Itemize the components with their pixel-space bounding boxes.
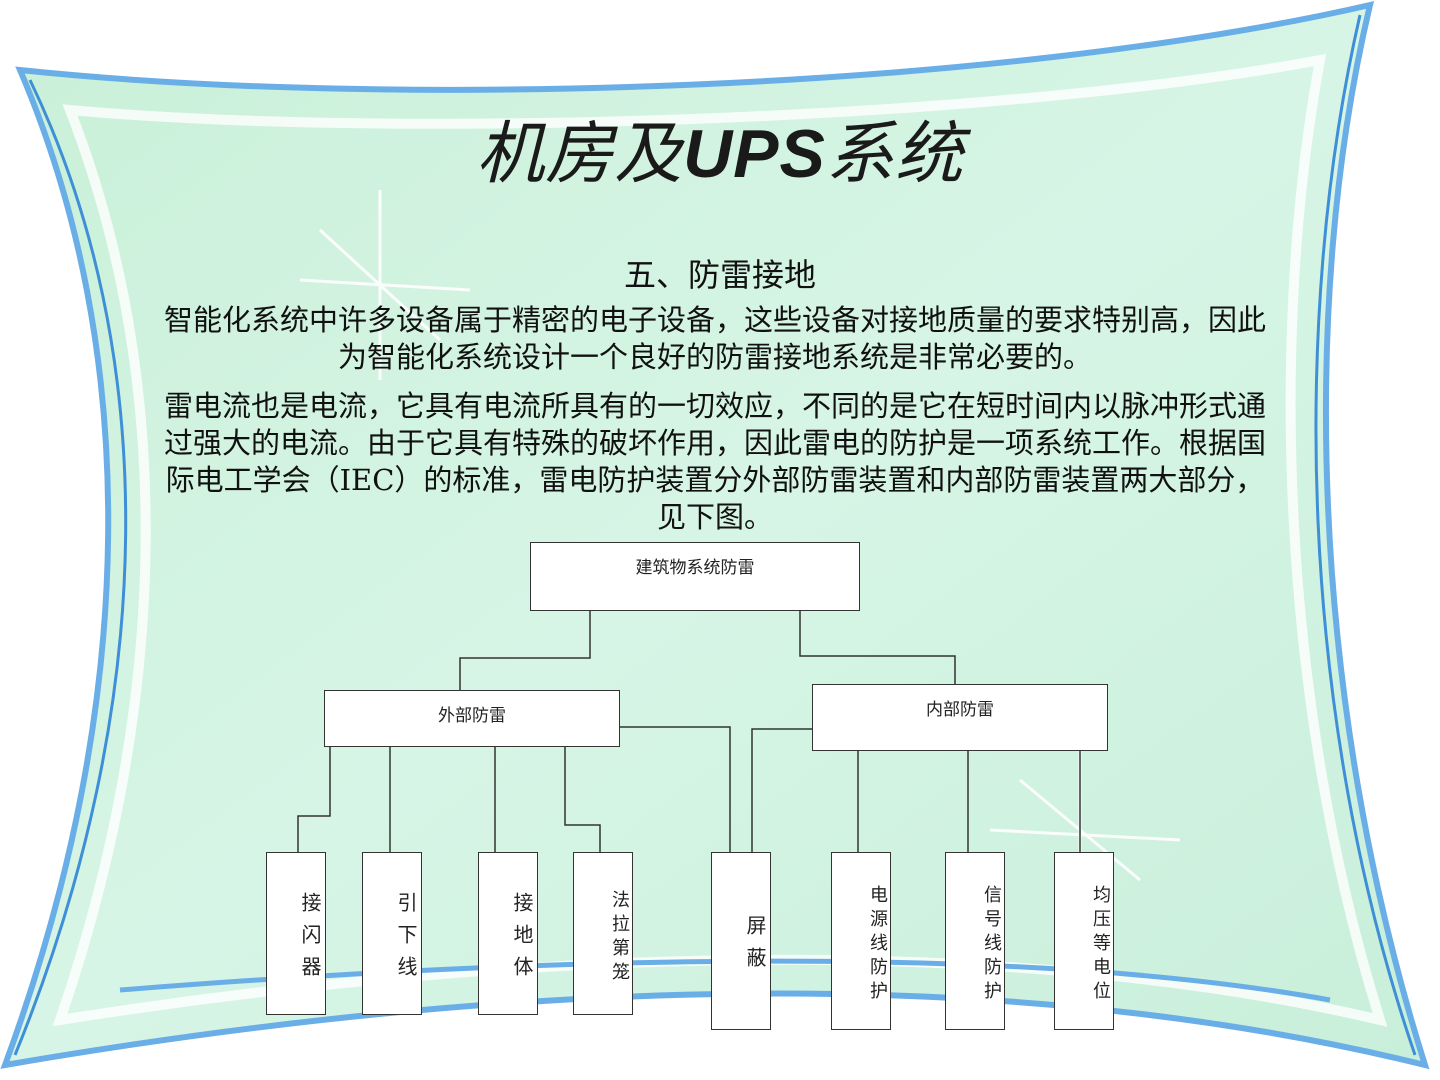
diagram-external-box: 外部防雷 (324, 690, 620, 747)
diagram-leaf-equipotential: 均压等电位 (1054, 852, 1114, 1030)
diagram-leaf-faladilong: 法拉第笼 (573, 852, 633, 1015)
diagram-root-box: 建筑物系统防雷 (530, 542, 860, 611)
connector-root-internal (799, 611, 956, 684)
diagram-external-label: 外部防雷 (438, 706, 506, 726)
connector-internal-shielding (751, 728, 812, 852)
title-cjk-prefix: 机房及 (476, 115, 684, 194)
connector-external-shielding (620, 726, 731, 852)
diagram-leaf-shielding: 屏蔽 (711, 852, 771, 1030)
connector-external-jieshanqi (297, 746, 331, 852)
connector-external-falade (564, 746, 601, 852)
diagram-leaf-yinxiaxian: 引下线 (362, 852, 422, 1015)
title-cjk-suffix: 系统 (825, 115, 964, 194)
diagram-leaf-signal-protection: 信号线防护 (945, 852, 1005, 1030)
diagram-leaf-power-protection: 电源线防护 (831, 852, 891, 1030)
paragraph-2: 雷电流也是电流，它具有电流所具有的一切效应，不同的是它在短时间内以脉冲形式通过强… (163, 389, 1266, 534)
title-latin: UPS (683, 116, 826, 192)
slide-title: 机房及UPS系统 (0, 98, 1440, 197)
section-heading: 五、防雷接地 (623, 256, 816, 294)
diagram-root-label: 建筑物系统防雷 (635, 558, 755, 578)
diagram-leaf-jieshanqi: 接闪器 (266, 852, 326, 1015)
diagram-leaf-jiediti: 接地体 (478, 852, 538, 1015)
connector-root-external (459, 611, 591, 690)
diagram-internal-label: 内部防雷 (926, 700, 994, 720)
diagram-internal-box: 内部防雷 (812, 684, 1108, 751)
paragraph-1: 智能化系统中许多设备属于精密的电子设备，这些设备对接地质量的要求特别高，因此为智… (163, 303, 1266, 374)
